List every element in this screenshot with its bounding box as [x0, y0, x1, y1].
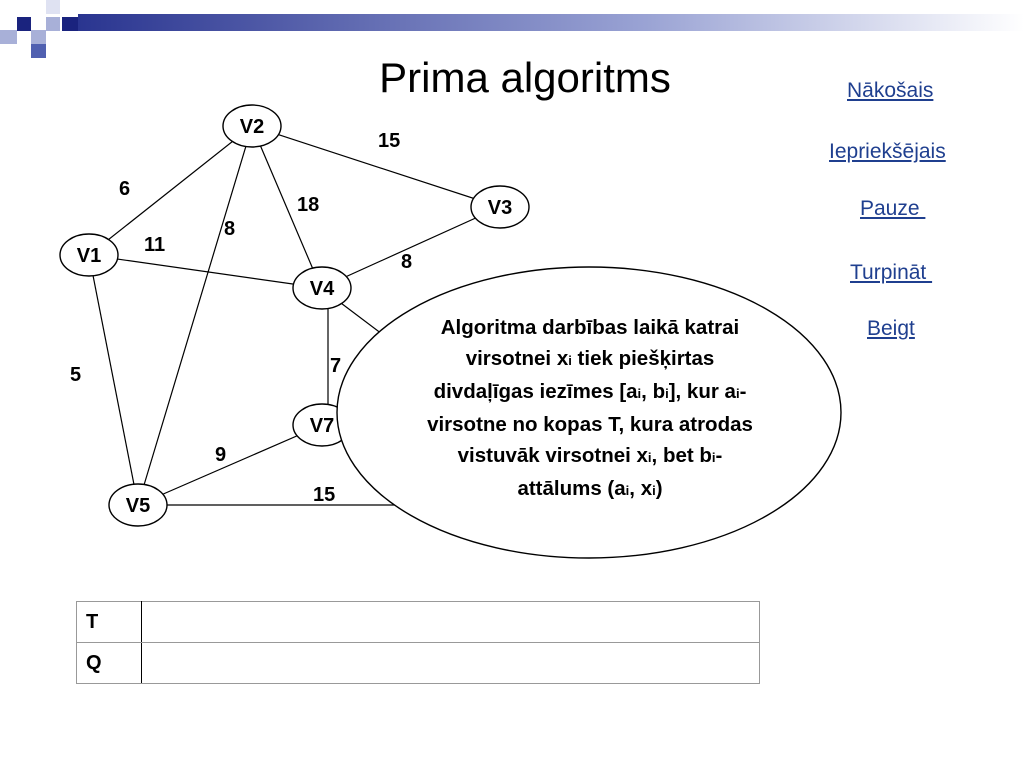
edge-v2-v4	[251, 125, 322, 289]
svg-text:V7: V7	[310, 415, 334, 437]
continue-link[interactable]: Turpināt	[850, 261, 933, 284]
table-row: T	[76, 601, 760, 643]
header-decoration	[0, 0, 1024, 58]
edge-v1-v4	[88, 254, 322, 289]
tq-table: T Q	[76, 601, 760, 684]
next-link[interactable]: Nākošais	[847, 79, 934, 102]
weight-v5-v7: 9	[215, 444, 226, 466]
edge-v2-v5	[137, 125, 253, 506]
node-v2: V2	[222, 104, 282, 148]
edge-v3-v4	[320, 206, 501, 289]
weight-v2-v3: 15	[378, 130, 400, 152]
weight-v2-v4: 18	[297, 194, 319, 216]
row-label-t: T	[76, 601, 142, 643]
svg-text:V3: V3	[488, 197, 512, 219]
weight-v2-v5: 8	[224, 218, 235, 240]
node-v4: V4	[292, 266, 352, 310]
svg-text:V4: V4	[310, 278, 335, 300]
weight-v1-v4: 11	[144, 234, 165, 256]
note-callout	[336, 266, 842, 559]
page-title: Prima algoritms	[379, 54, 671, 101]
row-value-q	[141, 642, 760, 684]
svg-text:V1: V1	[77, 245, 101, 267]
edge-v2-v1	[88, 125, 253, 256]
weight-v4-v7: 7	[330, 355, 341, 377]
svg-text:V2: V2	[240, 116, 264, 138]
row-label-q: Q	[76, 642, 142, 684]
weight-v3-v4: 8	[401, 251, 412, 273]
note-text: Algoritma darbības laikā katrai virsotne…	[427, 316, 753, 500]
weight-v1-v2: 6	[119, 178, 130, 200]
end-link[interactable]: Beigt	[867, 317, 915, 340]
node-v3: V3	[470, 185, 530, 229]
svg-text:V5: V5	[126, 495, 150, 517]
node-v5: V5	[108, 483, 168, 527]
edge-v1-v5	[88, 254, 139, 506]
graph-diagram: 15 6 18 8 11 8 5 7 9 15 V2 V3 V1 V4 V7 V…	[59, 104, 530, 527]
row-value-t	[141, 601, 760, 643]
weight-v1-v5: 5	[70, 364, 81, 386]
table-row: Q	[76, 642, 760, 684]
edge-v5-v7	[137, 424, 323, 506]
previous-link[interactable]: Iepriekšējais	[829, 140, 946, 163]
edge-v2-v3	[251, 125, 501, 208]
pause-link[interactable]: Pauze	[860, 197, 926, 220]
weight-v5-hidden: 15	[313, 484, 335, 506]
node-v1: V1	[59, 233, 119, 277]
